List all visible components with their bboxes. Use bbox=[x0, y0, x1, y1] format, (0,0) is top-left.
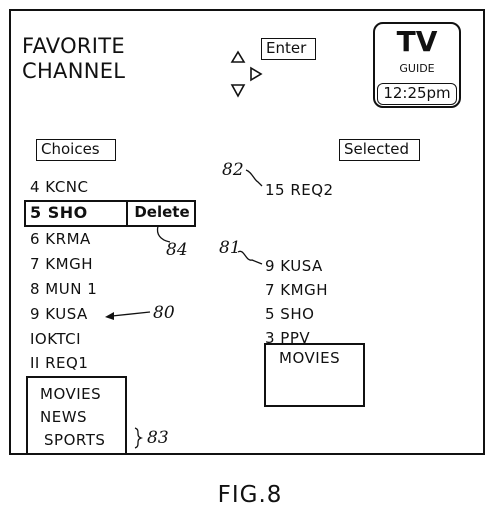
choice-item[interactable]: 4 KCNC bbox=[30, 178, 89, 196]
choice-item[interactable]: IOKTCI bbox=[30, 330, 82, 348]
preview-box bbox=[264, 343, 365, 407]
choice-item[interactable]: 6 KRMA bbox=[30, 230, 91, 248]
request-item[interactable]: 15 REQ2 bbox=[265, 181, 334, 199]
title-line-2: CHANNEL bbox=[22, 59, 126, 83]
enter-button[interactable]: Enter bbox=[261, 38, 316, 60]
leader-80-arrowhead bbox=[105, 312, 114, 320]
category-item[interactable]: MOVIES bbox=[40, 385, 102, 403]
category-item[interactable]: NEWS bbox=[40, 408, 88, 426]
selected-item[interactable]: 5 SHO bbox=[265, 305, 315, 323]
choice-item[interactable]: 7 KMGH bbox=[30, 255, 93, 273]
leader-83 bbox=[134, 427, 144, 449]
leader-80 bbox=[111, 311, 151, 317]
choices-header-button[interactable]: Choices bbox=[36, 139, 116, 161]
arrow-right-icon[interactable] bbox=[250, 66, 263, 82]
tv-guide-box bbox=[373, 22, 461, 108]
leader-82 bbox=[245, 169, 263, 187]
selected-item[interactable]: 3 PPV bbox=[265, 329, 311, 347]
arrow-down-icon[interactable] bbox=[230, 84, 246, 98]
choice-item-highlighted[interactable]: 5 SHO bbox=[30, 203, 88, 222]
category-item[interactable]: SPORTS bbox=[44, 431, 106, 449]
figure-label: FIG.8 bbox=[217, 482, 283, 508]
choice-item[interactable]: 9 KUSA bbox=[30, 305, 88, 323]
arrow-up-icon[interactable] bbox=[230, 50, 246, 63]
tv-label: TV bbox=[396, 25, 438, 58]
selected-item[interactable]: 7 KMGH bbox=[265, 281, 328, 299]
ref-81: 81 bbox=[219, 238, 241, 258]
highlighted-choice-box[interactable] bbox=[24, 200, 196, 227]
clock-display: 12:25pm bbox=[377, 83, 457, 105]
title-line-1: FAVORITE bbox=[22, 34, 125, 58]
choice-item[interactable]: 8 MUN 1 bbox=[30, 280, 98, 298]
leader-84 bbox=[156, 225, 171, 243]
ref-80: 80 bbox=[153, 303, 175, 323]
ref-84: 84 bbox=[166, 240, 188, 260]
ref-83: 83 bbox=[147, 428, 169, 448]
category-box bbox=[26, 376, 127, 455]
preview-label: MOVIES bbox=[279, 349, 341, 367]
selected-header-button[interactable]: Selected bbox=[339, 139, 420, 161]
selected-item[interactable]: 9 KUSA bbox=[265, 257, 323, 275]
choice-item[interactable]: II REQ1 bbox=[30, 354, 89, 372]
guide-label: GUIDE bbox=[399, 62, 435, 75]
screen-frame bbox=[9, 9, 485, 455]
delete-button[interactable]: Delete bbox=[126, 200, 196, 227]
leader-81 bbox=[237, 250, 263, 265]
ref-82: 82 bbox=[222, 160, 244, 180]
